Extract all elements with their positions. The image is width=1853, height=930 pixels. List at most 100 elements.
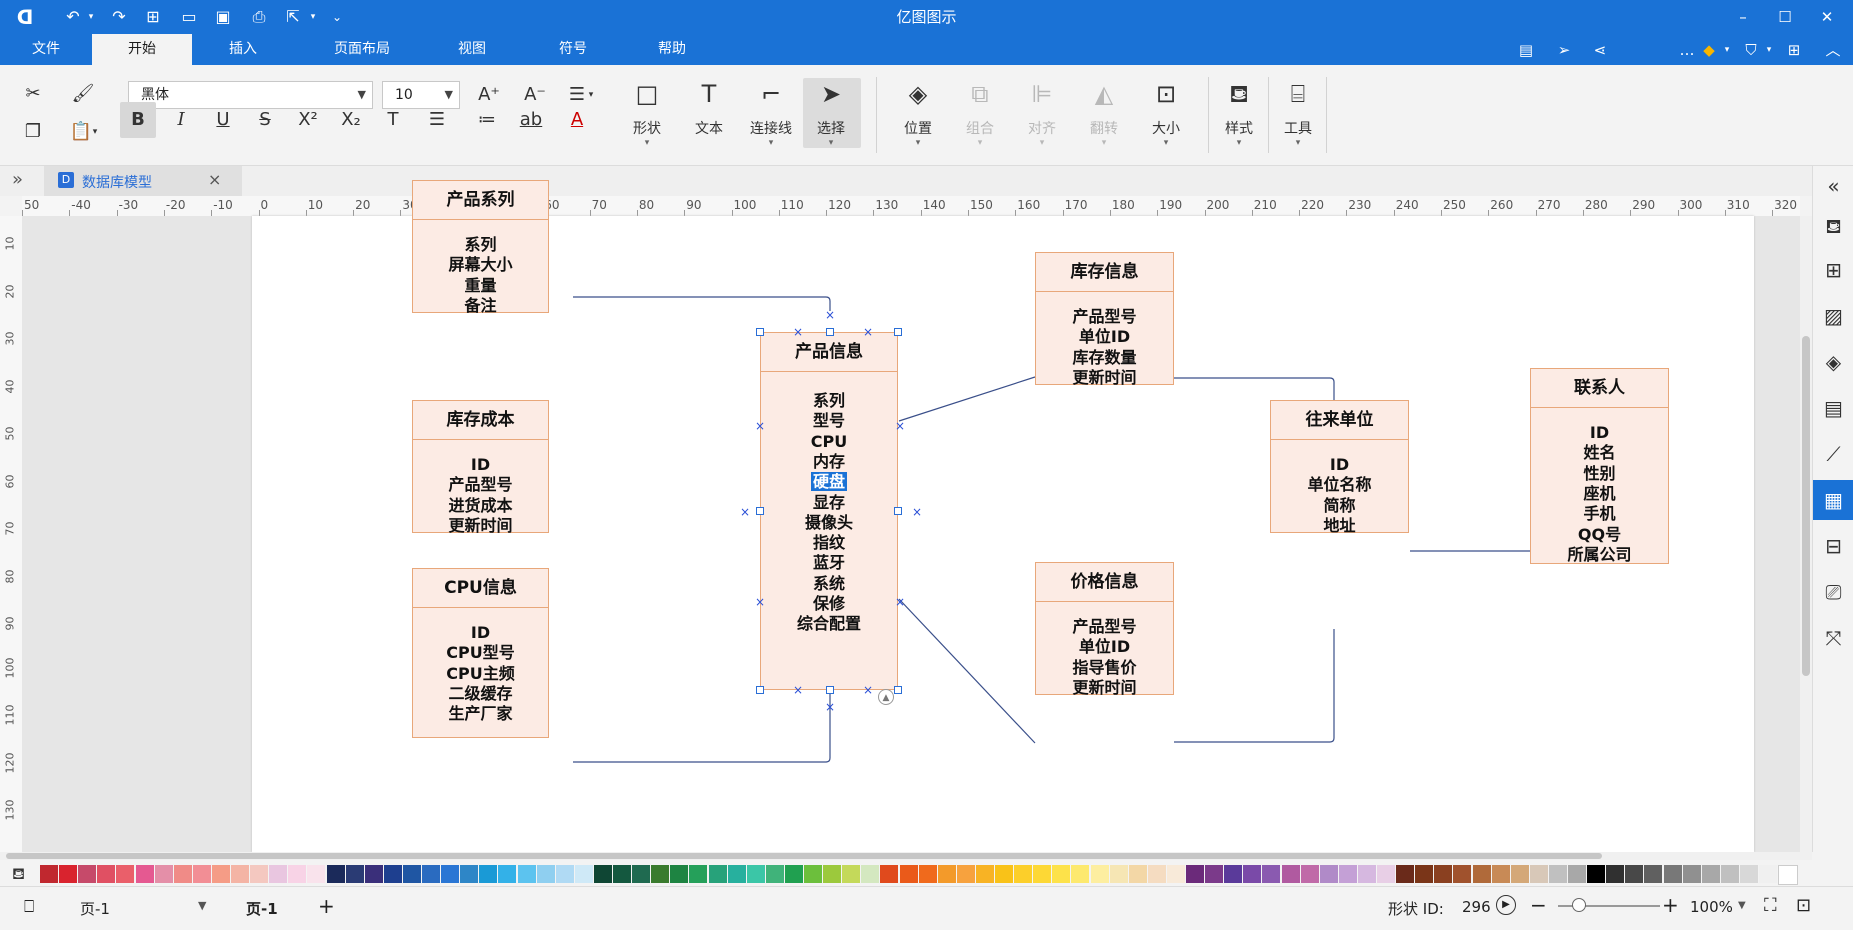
zoom-slider[interactable] <box>1558 905 1660 907</box>
font-color-icon[interactable]: A <box>570 109 584 130</box>
color-swatch[interactable] <box>1014 865 1033 883</box>
entity-field[interactable]: 屏幕大小 <box>413 255 548 275</box>
color-swatch[interactable] <box>231 865 249 883</box>
increase-font-icon[interactable]: A⁺ <box>478 84 500 105</box>
entity-field[interactable]: 备注 <box>413 296 548 316</box>
color-swatch[interactable] <box>1166 865 1185 883</box>
selection-handle[interactable] <box>894 328 902 336</box>
color-swatch[interactable] <box>899 865 918 883</box>
entity-field[interactable]: CPU <box>761 432 897 452</box>
entity-field[interactable]: 指纹 <box>761 533 897 553</box>
format-painter-icon[interactable]: 🖌 <box>71 83 95 104</box>
vip-dropdown-icon[interactable]: ▾ <box>1724 45 1730 55</box>
color-swatch[interactable] <box>1128 865 1147 883</box>
color-swatch[interactable] <box>1262 865 1281 883</box>
color-swatch[interactable] <box>689 865 708 883</box>
entity-field[interactable]: QQ号 <box>1531 525 1668 545</box>
color-swatch[interactable] <box>1682 865 1701 883</box>
selection-handle[interactable] <box>756 686 764 694</box>
collapse-ribbon-icon[interactable]: ︿ <box>1825 41 1841 59</box>
undo-dropdown-icon[interactable]: ▾ <box>88 12 94 22</box>
color-swatch[interactable] <box>613 865 631 883</box>
color-swatch[interactable] <box>842 865 861 883</box>
color-swatch[interactable] <box>765 865 784 883</box>
color-swatch[interactable] <box>1357 865 1376 883</box>
send-icon[interactable]: ➢ <box>1557 41 1571 59</box>
apps-icon[interactable]: ⊞ <box>1787 41 1801 59</box>
entity-field[interactable]: 更新时间 <box>413 516 548 536</box>
menu-file[interactable]: 文件 <box>32 41 60 57</box>
connection-point-icon[interactable]: × <box>863 325 874 339</box>
connection-point-icon[interactable]: × <box>825 308 836 322</box>
entity-title[interactable]: 价格信息 <box>1036 563 1173 602</box>
cut-icon[interactable]: ✂ <box>25 83 41 104</box>
color-swatch[interactable] <box>937 865 956 883</box>
color-swatch[interactable] <box>823 865 842 883</box>
chart-icon[interactable]: ⟋ <box>1826 442 1841 466</box>
color-swatch[interactable] <box>173 865 192 883</box>
selection-handle[interactable] <box>826 686 834 694</box>
italic-button[interactable]: I <box>177 109 185 130</box>
selection-handle[interactable] <box>756 507 764 515</box>
color-swatch[interactable] <box>269 865 288 883</box>
entity-field[interactable]: 性别 <box>1531 464 1668 484</box>
color-swatch[interactable] <box>1720 865 1739 883</box>
redo-icon[interactable]: ↷ <box>112 7 126 26</box>
connection-point-icon[interactable]: × <box>793 683 804 697</box>
minimize-icon[interactable]: – <box>1739 8 1747 26</box>
entity-field[interactable]: 系统 <box>761 574 897 594</box>
color-swatch[interactable] <box>1377 865 1395 883</box>
vertical-scroll-thumb[interactable] <box>1802 336 1810 676</box>
superscript-button[interactable]: X² <box>298 109 318 130</box>
color-swatch[interactable] <box>708 865 727 883</box>
page-view-icon[interactable]: ⎕ <box>24 897 35 917</box>
color-swatch[interactable] <box>1338 865 1357 883</box>
group-tool[interactable]: ⧉ 组合 ▾ <box>950 65 1010 165</box>
entity-field[interactable]: 系列 <box>413 235 548 255</box>
close-tab-icon[interactable]: × <box>208 170 222 189</box>
skin-icon[interactable]: ⛉ <box>1745 41 1757 59</box>
image-icon[interactable]: ▨ <box>1824 304 1843 328</box>
entity-field[interactable]: 产品型号 <box>1036 307 1173 327</box>
export-dropdown-icon[interactable]: ▾ <box>310 12 316 22</box>
bullet-list-icon[interactable]: ≔ <box>478 109 496 130</box>
color-swatch[interactable] <box>1548 865 1567 883</box>
horizontal-scrollbar[interactable] <box>0 852 1812 860</box>
align-text-icon[interactable]: ☰ <box>568 84 586 105</box>
entity-field[interactable]: 保修 <box>761 594 897 614</box>
selection-handle[interactable] <box>894 686 902 694</box>
color-swatch[interactable] <box>441 865 460 883</box>
menu-home[interactable]: 开始 <box>92 34 192 65</box>
underline-button[interactable]: U <box>216 109 230 130</box>
print-icon[interactable]: ⎙ <box>252 7 266 26</box>
entity-field[interactable]: ID <box>1531 423 1668 443</box>
select-tool[interactable]: ➤ 选择 ▾ <box>801 65 861 165</box>
color-swatch[interactable] <box>995 865 1013 883</box>
color-swatch[interactable] <box>326 865 345 883</box>
color-swatch[interactable] <box>288 865 307 883</box>
color-swatch[interactable] <box>1759 865 1777 883</box>
color-swatch[interactable] <box>1071 865 1090 883</box>
fit-icon[interactable]: ⤧ <box>1825 626 1842 650</box>
color-swatch[interactable] <box>784 865 803 883</box>
decrease-font-icon[interactable]: A⁻ <box>524 84 546 105</box>
color-swatch[interactable] <box>1205 865 1224 883</box>
entity-field[interactable]: 产品型号 <box>1036 617 1173 637</box>
close-window-icon[interactable]: ✕ <box>1820 8 1834 26</box>
data-icon[interactable]: ⊟ <box>1825 534 1842 558</box>
entity-field[interactable]: 单位名称 <box>1271 475 1408 495</box>
color-swatch[interactable] <box>307 865 326 883</box>
vip-diamond-icon[interactable]: ◆ <box>1703 41 1715 59</box>
color-swatch[interactable] <box>1186 865 1204 883</box>
new-icon[interactable]: ⊞ <box>146 7 160 26</box>
color-swatch[interactable] <box>593 865 612 883</box>
more-icon[interactable]: … <box>1679 41 1695 59</box>
entity-field[interactable]: 手机 <box>1531 504 1668 524</box>
entity-field[interactable]: 型号 <box>761 411 897 431</box>
connection-point-icon[interactable]: × <box>895 419 906 433</box>
color-swatch[interactable] <box>1243 865 1262 883</box>
color-swatch[interactable] <box>1663 865 1682 883</box>
page-icon[interactable]: ▤ <box>1824 396 1843 420</box>
